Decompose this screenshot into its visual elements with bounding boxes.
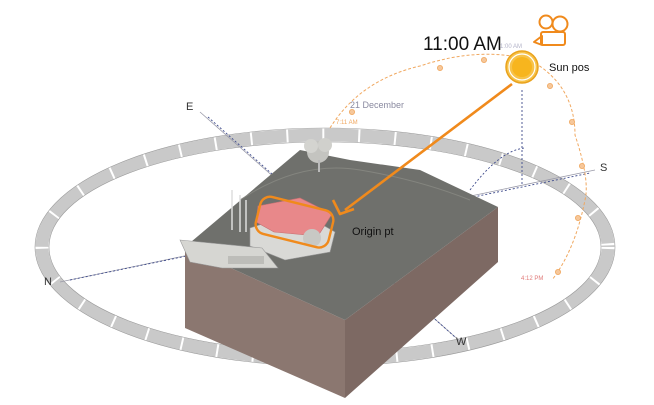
site-model	[179, 138, 498, 398]
current-time-label: 11:00 AM	[423, 34, 502, 55]
sunset-time-label: 4:12 PM	[521, 276, 544, 282]
origin-point-highlight[interactable]	[254, 195, 336, 250]
compass-east-label: E	[186, 101, 194, 113]
video-camera-icon[interactable]	[532, 12, 576, 56]
sun-time-small-label: 1:00 AM	[500, 44, 523, 50]
compass-north-label: N	[44, 276, 52, 288]
compass-west-label: W	[456, 336, 467, 348]
sun-icon[interactable]	[505, 50, 539, 84]
date-label: 21 December	[350, 100, 405, 110]
sun-path-arc	[329, 53, 587, 281]
sun-ray-arrow	[344, 82, 513, 212]
sunrise-time-label: 7:11 AM	[336, 120, 358, 126]
compass-south-label: S	[600, 162, 608, 174]
origin-point-label: Origin pt	[352, 226, 394, 238]
sun-path-markers	[348, 57, 586, 275]
sun-position-label: Sun pos	[549, 62, 590, 74]
